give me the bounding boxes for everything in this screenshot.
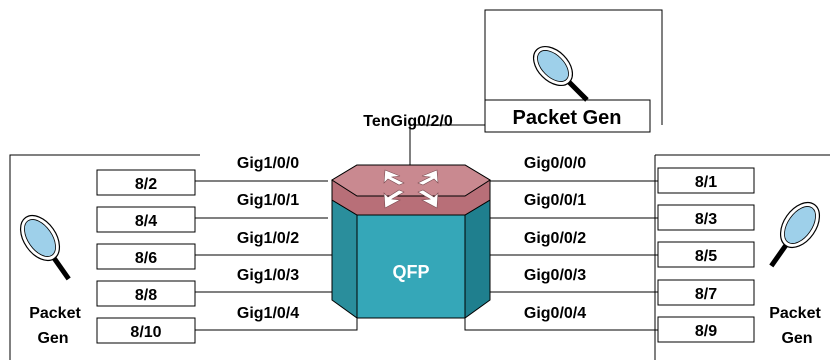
left-packet-generator-label-line2: Gen — [37, 330, 68, 347]
port-box — [96, 317, 196, 344]
port-label: 8/4 — [135, 213, 157, 230]
port-label: 8/8 — [135, 287, 157, 304]
port-box — [96, 206, 196, 233]
magnifier-icon — [532, 45, 589, 102]
port-box — [96, 169, 196, 196]
right-packet-generator: Packet Gen — [654, 154, 830, 360]
router-body-right — [464, 199, 491, 319]
port-box — [96, 280, 196, 307]
router-top — [331, 164, 491, 197]
port-box — [657, 241, 755, 268]
interface-label: Gig1/0/3 — [237, 267, 299, 284]
router-body-left — [331, 199, 358, 319]
top-packet-generator-label-box — [484, 99, 651, 133]
connector-lines — [195, 124, 658, 331]
interface-label: Gig0/0/1 — [524, 192, 586, 209]
interface-label: Gig0/0/3 — [524, 267, 586, 284]
qfp-router: QFP — [331, 164, 491, 319]
interface-label: Gig0/0/2 — [524, 230, 586, 247]
left-packet-generator-label-line1: Packet — [29, 305, 81, 322]
port-box — [657, 167, 755, 194]
right-packet-generator-label-line1: Packet — [769, 305, 821, 322]
interface-label: Gig1/0/0 — [237, 155, 299, 172]
port-box — [657, 316, 755, 343]
interface-label: Gig0/0/4 — [524, 305, 586, 322]
top-packet-generator-label: Packet Gen — [513, 107, 622, 129]
left-packet-generator: Packet Gen — [9, 154, 200, 360]
magnifier-icon — [19, 214, 71, 281]
port-label: 8/3 — [695, 211, 717, 228]
port-label: 8/9 — [695, 323, 717, 340]
left-ports: 8/2 8/4 8/6 8/8 8/10 Gig1/0/0 Gig1/0/1 G… — [96, 155, 299, 344]
uplink-interface-label: TenGig0/2/0 — [363, 113, 453, 130]
interface-label: Gig0/0/0 — [524, 155, 586, 172]
magnifier-icon — [769, 201, 821, 268]
port-box — [657, 279, 755, 306]
router-label: QFP — [392, 262, 429, 282]
interface-label: Gig1/0/2 — [237, 230, 299, 247]
port-label: 8/5 — [695, 248, 717, 265]
right-ports: 8/1 8/3 8/5 8/7 8/9 Gig0/0/0 Gig0/0/1 Gi… — [524, 155, 755, 343]
port-box — [657, 204, 755, 231]
router-arrows-icon — [383, 169, 439, 209]
right-packet-generator-label-line2: Gen — [781, 330, 812, 347]
port-box — [96, 243, 196, 270]
port-label: 8/6 — [135, 250, 157, 267]
interface-label: Gig1/0/4 — [237, 305, 299, 322]
interface-label: Gig1/0/1 — [237, 192, 299, 209]
top-packet-generator: Packet Gen — [484, 9, 663, 133]
port-label: 8/2 — [135, 176, 157, 193]
port-label: 8/1 — [695, 174, 717, 191]
port-label: 8/7 — [695, 286, 717, 303]
port-label: 8/10 — [130, 324, 161, 341]
